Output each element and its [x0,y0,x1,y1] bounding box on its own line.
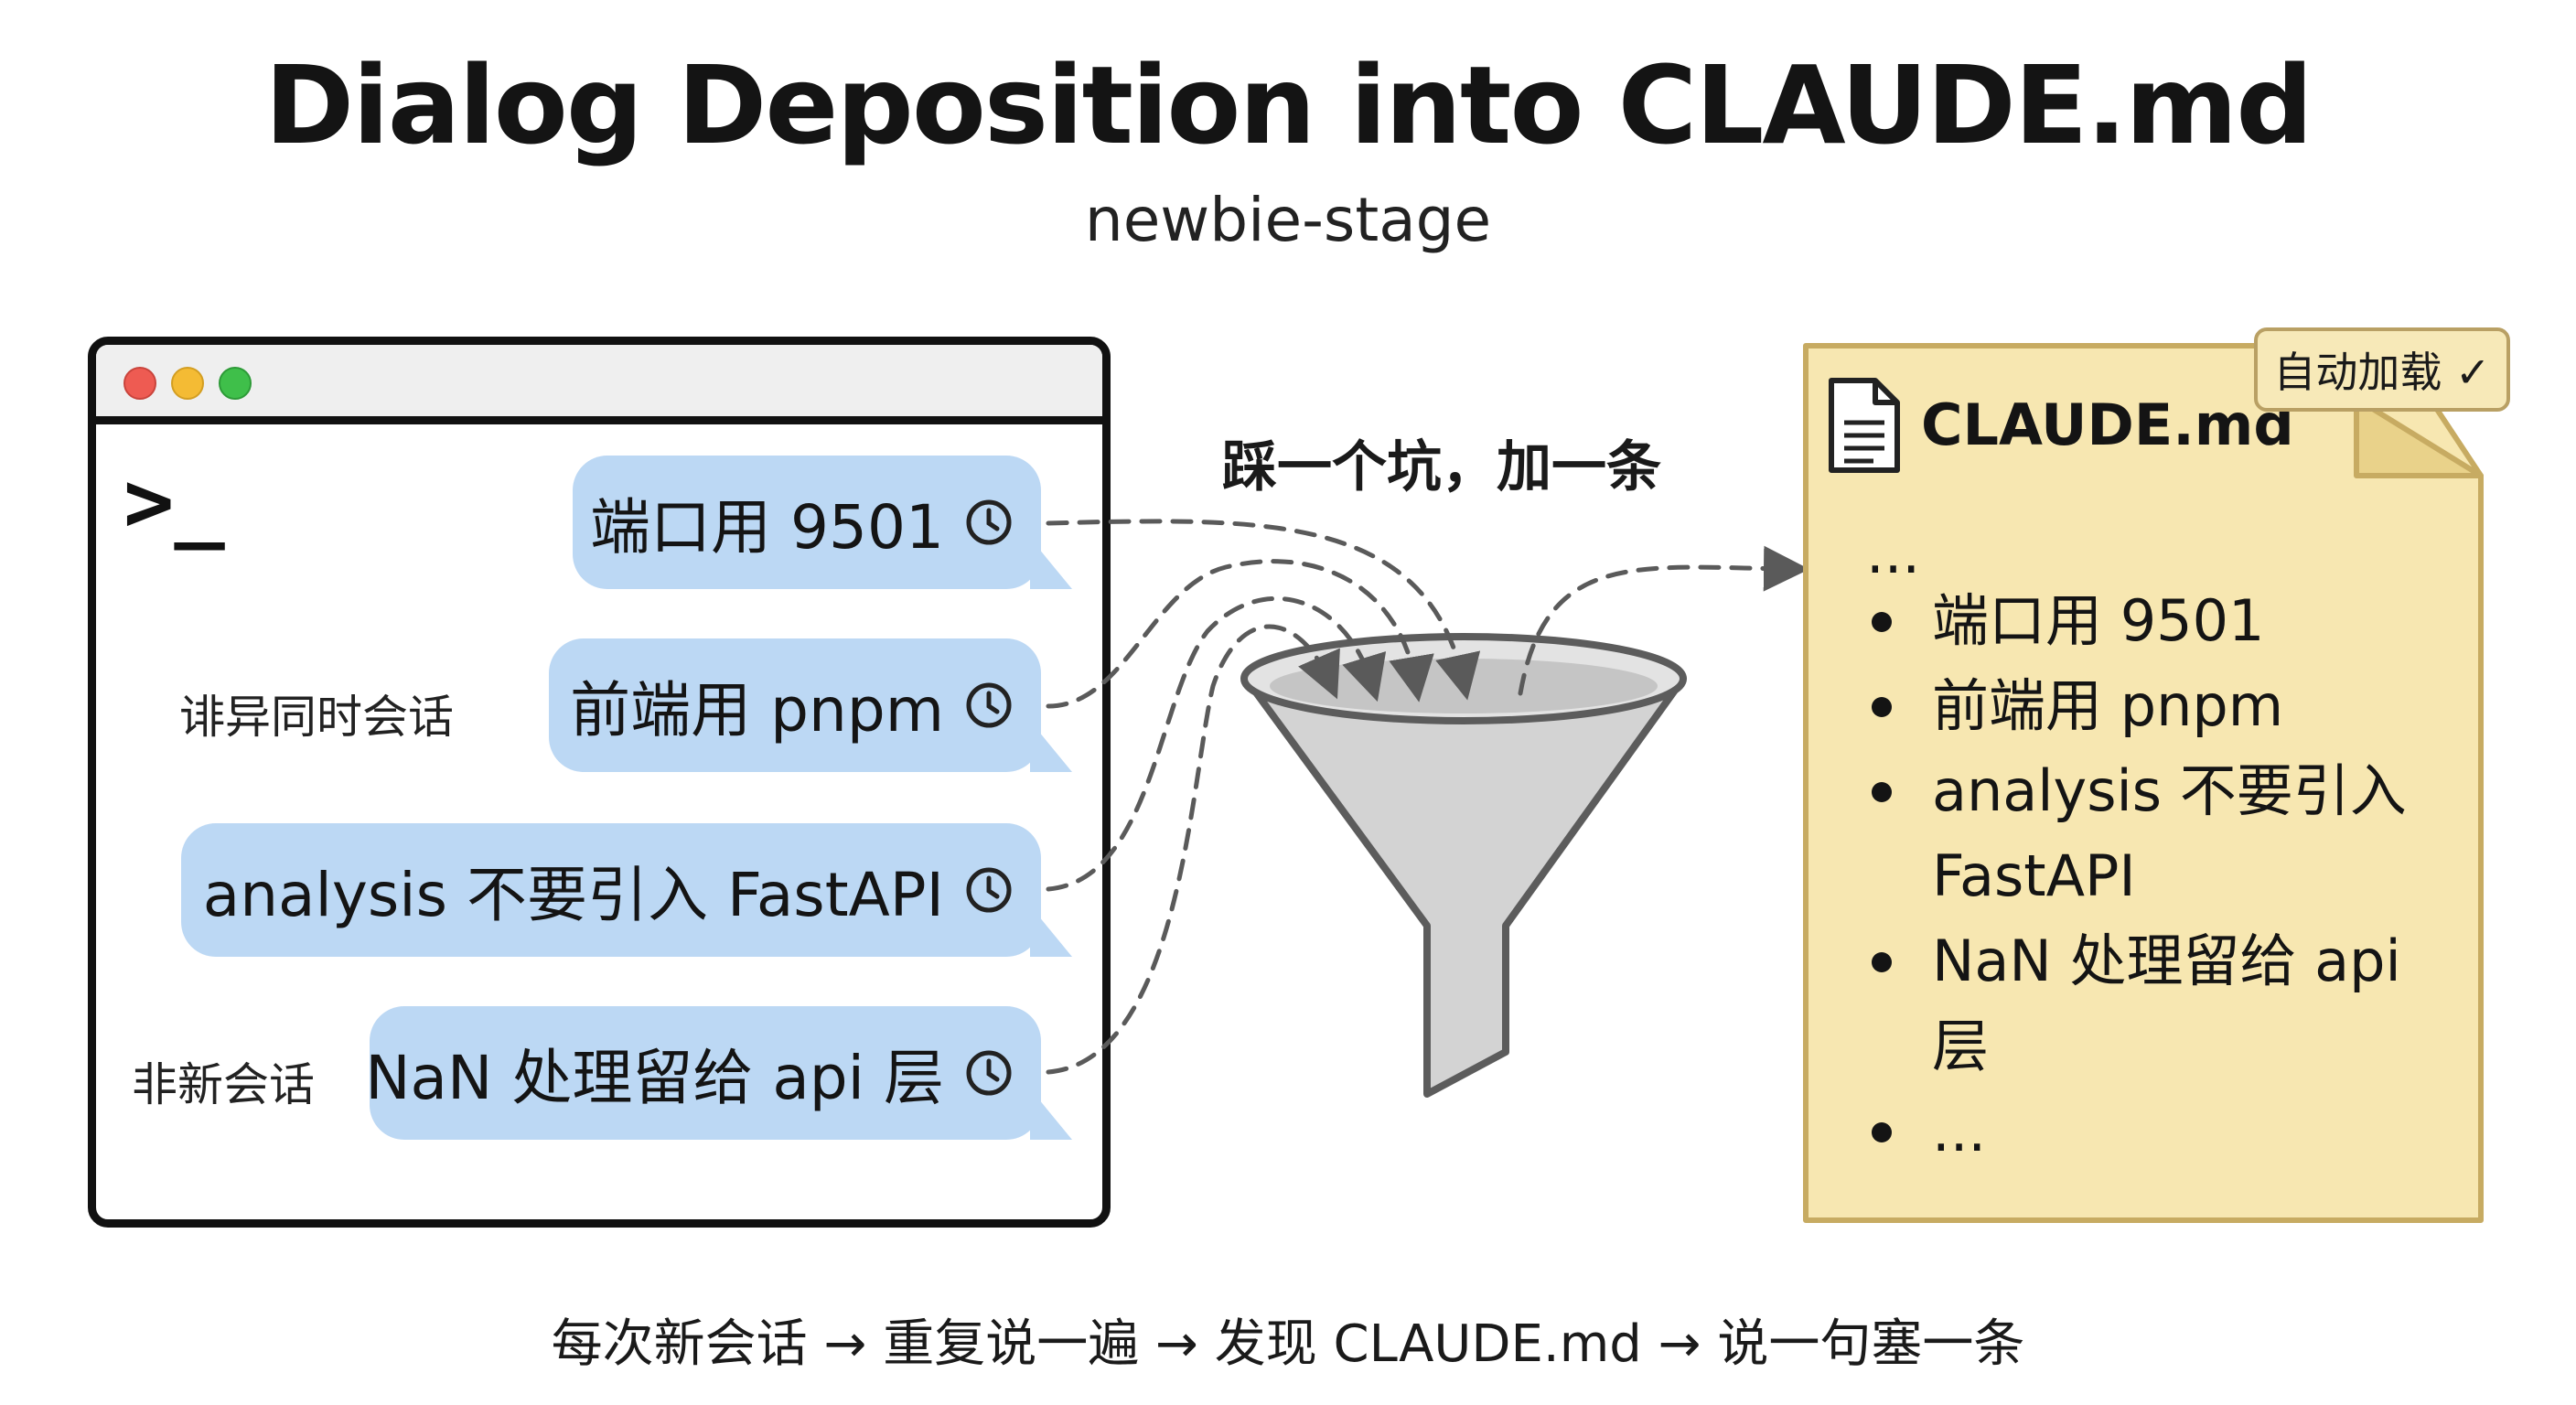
clock-icon [966,682,1012,728]
message-bubble: analysis 不要引入 FastAPI [181,823,1072,957]
list-item: 前端用 pnpm [1855,663,2459,748]
workflow-footer: 每次新会话 → 重复说一遍 → 发现 CLAUDE.md → 说一句塞一条 [551,1314,2025,1374]
message-text: NaN 处理留给 api 层 [365,1043,944,1113]
document-rule-list: 端口用 9501 前端用 pnpm analysis 不要引入 FastAPI … [1855,578,2459,1174]
list-item: analysis 不要引入 FastAPI [1855,748,2459,918]
message-bubble: 端口用 9501 [573,456,1072,589]
connector-line [1046,596,1387,892]
list-item: NaN 处理留给 api 层 [1855,918,2459,1089]
maximize-window-dot[interactable] [219,367,252,400]
document-title: CLAUDE.md [1921,391,2294,458]
close-window-dot[interactable] [123,367,156,400]
message-text: analysis 不要引入 FastAPI [202,860,944,930]
message-bubble: 前端用 pnpm [549,638,1072,772]
connector-line [1518,545,1809,696]
flow-annotation: 踩一个坑，加一条 [1222,435,1661,499]
claude-md-document: CLAUDE.md ... 端口用 9501 前端用 pnpm analysis… [1800,340,2486,1226]
auto-load-badge: 自动加载 ✓ [2254,327,2510,412]
connector-line [1046,624,1340,1075]
funnel-icon [1240,633,1687,1098]
connector-line [1046,519,1481,701]
connector-line [1046,559,1434,709]
clock-icon [966,867,1012,913]
clock-icon [966,1050,1012,1096]
clock-icon [966,499,1012,545]
minimize-window-dot[interactable] [171,367,204,400]
diagram-subtitle: newbie-stage [1084,185,1492,255]
cross-session-label: 诽异同时会话 [179,691,454,744]
diagram-title: Dialog Deposition into CLAUDE.md [264,42,2313,168]
terminal-titlebar [96,345,1102,424]
message-text: 前端用 pnpm [570,675,944,745]
document-icon [1829,378,1900,473]
terminal-prompt-icon: >_ [123,453,225,551]
list-item: 端口用 9501 [1855,578,2459,663]
document-paper [1803,343,2484,1223]
list-item: ... [1855,1089,2459,1174]
message-text: 端口用 9501 [590,492,944,563]
document-ellipsis: ... [1866,520,1921,586]
non-new-session-label: 非新会话 [132,1058,315,1111]
message-bubble: NaN 处理留给 api 层 [365,1006,1072,1140]
